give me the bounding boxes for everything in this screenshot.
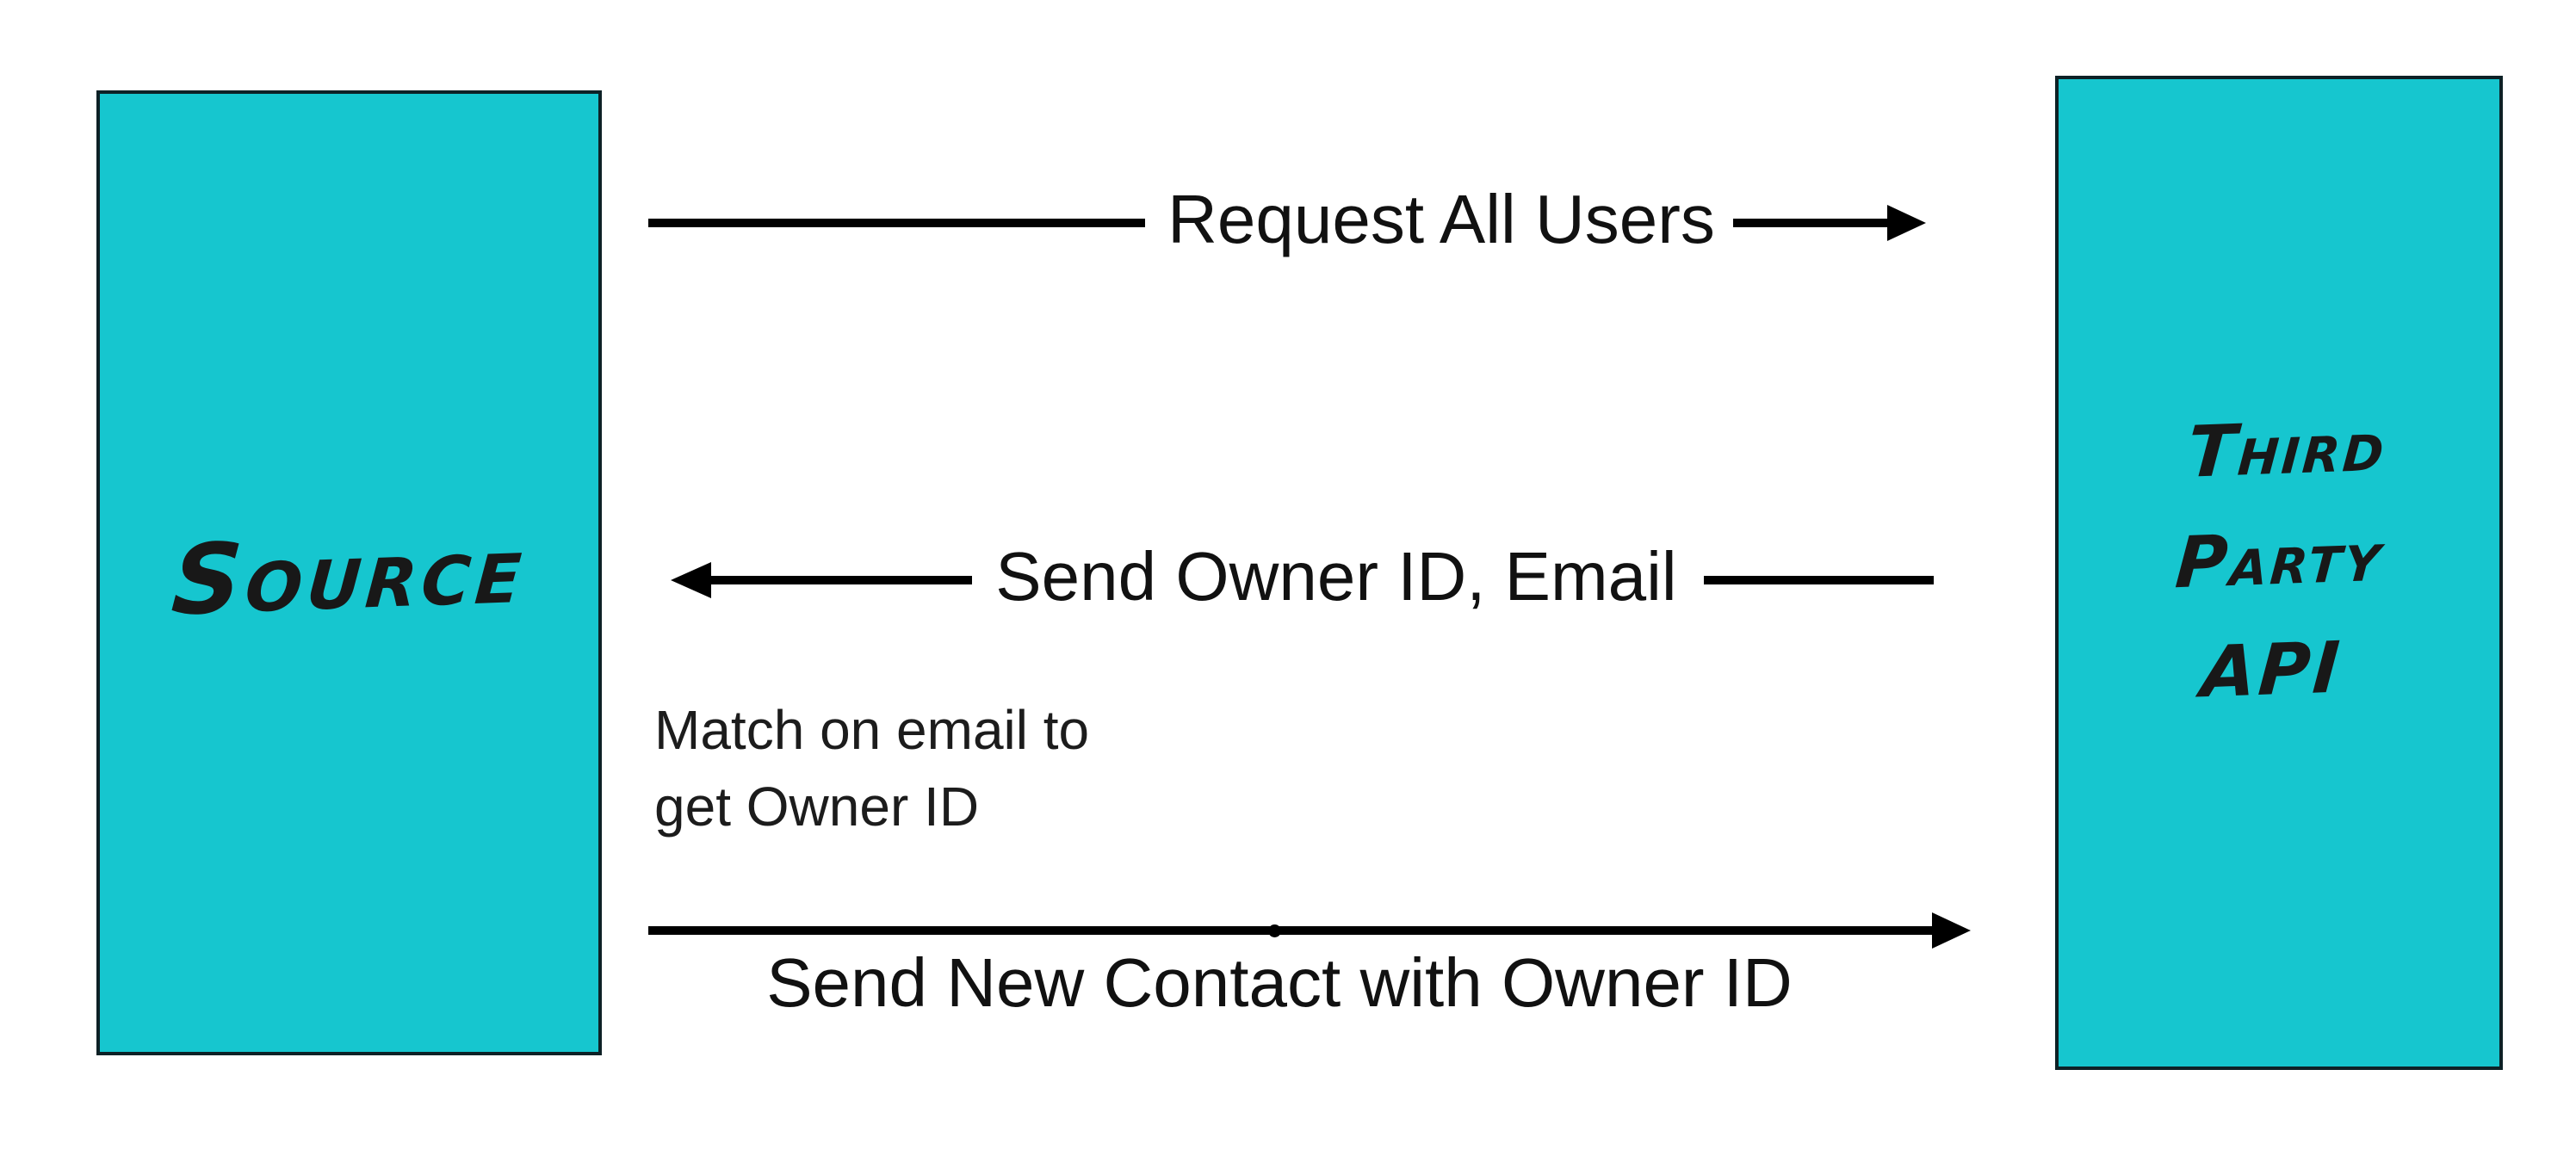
left-arrowhead-icon xyxy=(671,562,711,598)
note-line-2: get Owner ID xyxy=(654,776,980,838)
request-all-users-arrow-line-right xyxy=(1733,219,1890,227)
source-actor-label: Source xyxy=(168,512,530,637)
third-party-api-label-line-2: Party xyxy=(2172,515,2386,604)
send-new-contact-label: Send New Contact with Owner ID xyxy=(766,944,1793,1021)
third-party-api-label-line-3: API xyxy=(2198,626,2344,714)
send-owner-id-email-label: Send Owner ID, Email xyxy=(995,538,1677,615)
match-on-email-note: Match on email to get Owner ID xyxy=(654,692,1089,845)
request-all-users-label: Request All Users xyxy=(1167,181,1715,257)
source-actor-box: Source xyxy=(96,90,602,1055)
send-owner-id-arrow-line-right xyxy=(1704,576,1934,584)
third-party-api-label-line-1: Third xyxy=(2184,404,2389,494)
send-new-contact-arrow-line xyxy=(648,926,1933,935)
request-all-users-arrow-line-left xyxy=(648,219,1145,227)
note-line-1: Match on email to xyxy=(654,699,1090,761)
right-arrowhead-icon xyxy=(1932,912,1971,949)
third-party-api-actor-label: Third Party API xyxy=(2164,391,2393,730)
right-arrowhead-icon xyxy=(1887,205,1926,241)
arrow-midpoint-dot-icon xyxy=(1268,924,1281,937)
send-owner-id-arrow-line-left xyxy=(711,576,972,584)
third-party-api-actor-box: Third Party API xyxy=(2055,76,2503,1070)
